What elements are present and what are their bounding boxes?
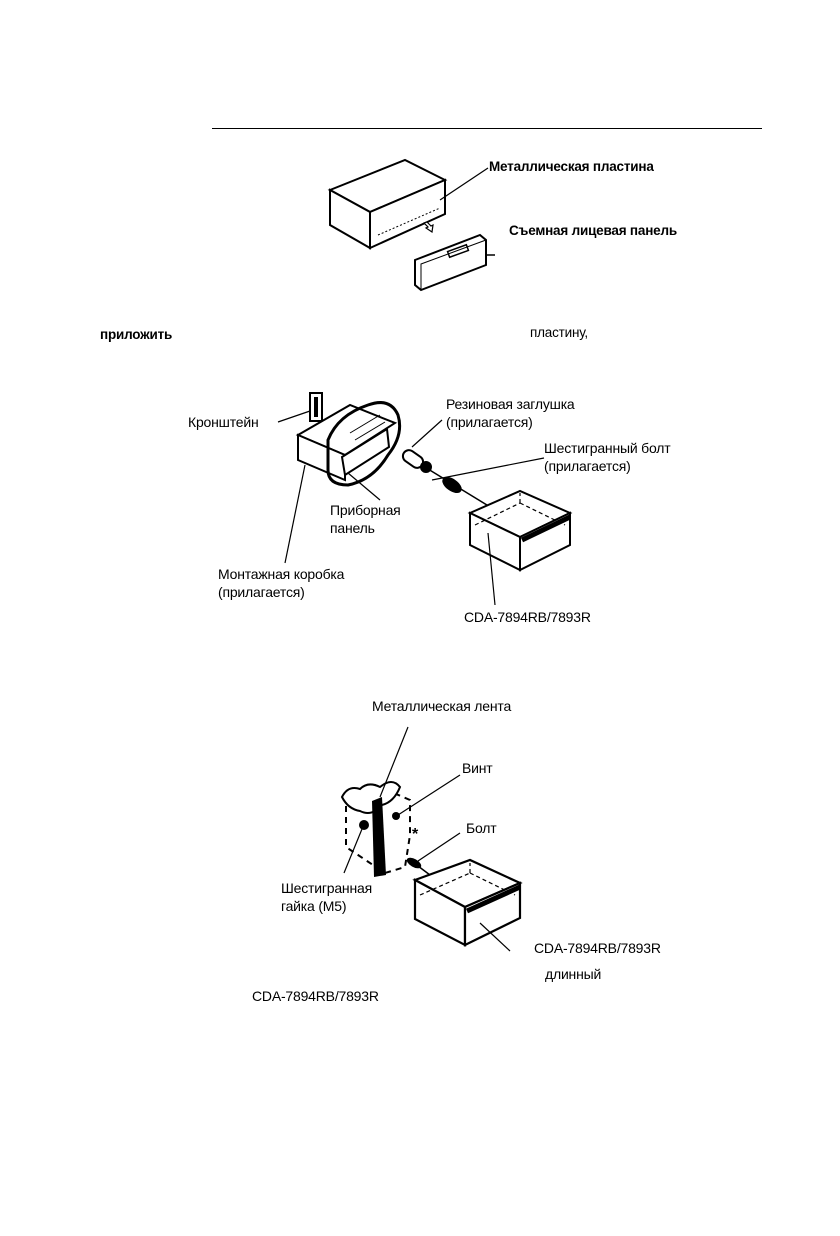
label-rubber-plug: Резиновая заглушка (446, 396, 575, 412)
label-hex-nut: Шестигранная (281, 880, 372, 896)
label-hex-bolt-supplied: (прилагается) (544, 458, 631, 474)
label-detachable-front-panel: Съемная лицевая панель (509, 223, 677, 238)
body-word-left: приложить (100, 327, 173, 342)
figure-3-rear-bracket-attachment (330, 715, 530, 955)
label-hex-bolt: Шестигранный болт (544, 440, 671, 456)
label-model-figure-3: CDA-7894RB/7893R (534, 940, 661, 956)
figure-1-front-panel-removal (320, 140, 520, 290)
model-text-footer: CDA-7894RB/7893R (252, 988, 379, 1004)
label-metal-plate: Металлическая пластина (489, 159, 654, 174)
rubber-plug-and-bolt-drawing (401, 448, 500, 513)
label-hex-nut-m5: гайка (M5) (281, 898, 347, 914)
arrow-icon (424, 222, 433, 232)
label-bolt: Болт (466, 820, 497, 836)
metal-strap-drawing (372, 797, 386, 877)
label-rubber-plug-supplied: (прилагается) (446, 414, 533, 430)
bracket-drawing (342, 782, 400, 813)
leader-lines (344, 727, 510, 951)
label-screw: Винт (462, 760, 493, 776)
bracket-drawing (310, 393, 322, 421)
label-long: длинный (545, 966, 602, 982)
top-horizontal-rule (212, 128, 762, 129)
front-panel-drawing (415, 235, 486, 290)
label-metal-strap: Металлическая лента (372, 698, 512, 714)
label-asterisk: * (412, 826, 419, 843)
figure-2-mounting-sleeve-installation (180, 385, 620, 585)
label-model-figure-2: CDA-7894RB/7893R (464, 609, 591, 625)
hex-nut-drawing (359, 820, 369, 830)
leader-line (440, 168, 488, 200)
leader-lines (278, 411, 544, 605)
mounting-sleeve-drawing (298, 403, 400, 485)
label-mounting-sleeve-supplied: (прилагается) (218, 584, 305, 600)
head-unit-drawing (470, 491, 570, 570)
label-dashboard-panel: панель (330, 520, 375, 536)
head-unit-box-drawing (330, 160, 445, 248)
body-word-right: пластину, (530, 325, 588, 340)
label-bracket: Кронштейн (188, 414, 259, 430)
head-unit-drawing (415, 860, 520, 945)
screw-drawing (392, 812, 400, 820)
label-dashboard: Приборная (330, 502, 401, 518)
label-mounting-sleeve: Монтажная коробка (218, 566, 345, 582)
